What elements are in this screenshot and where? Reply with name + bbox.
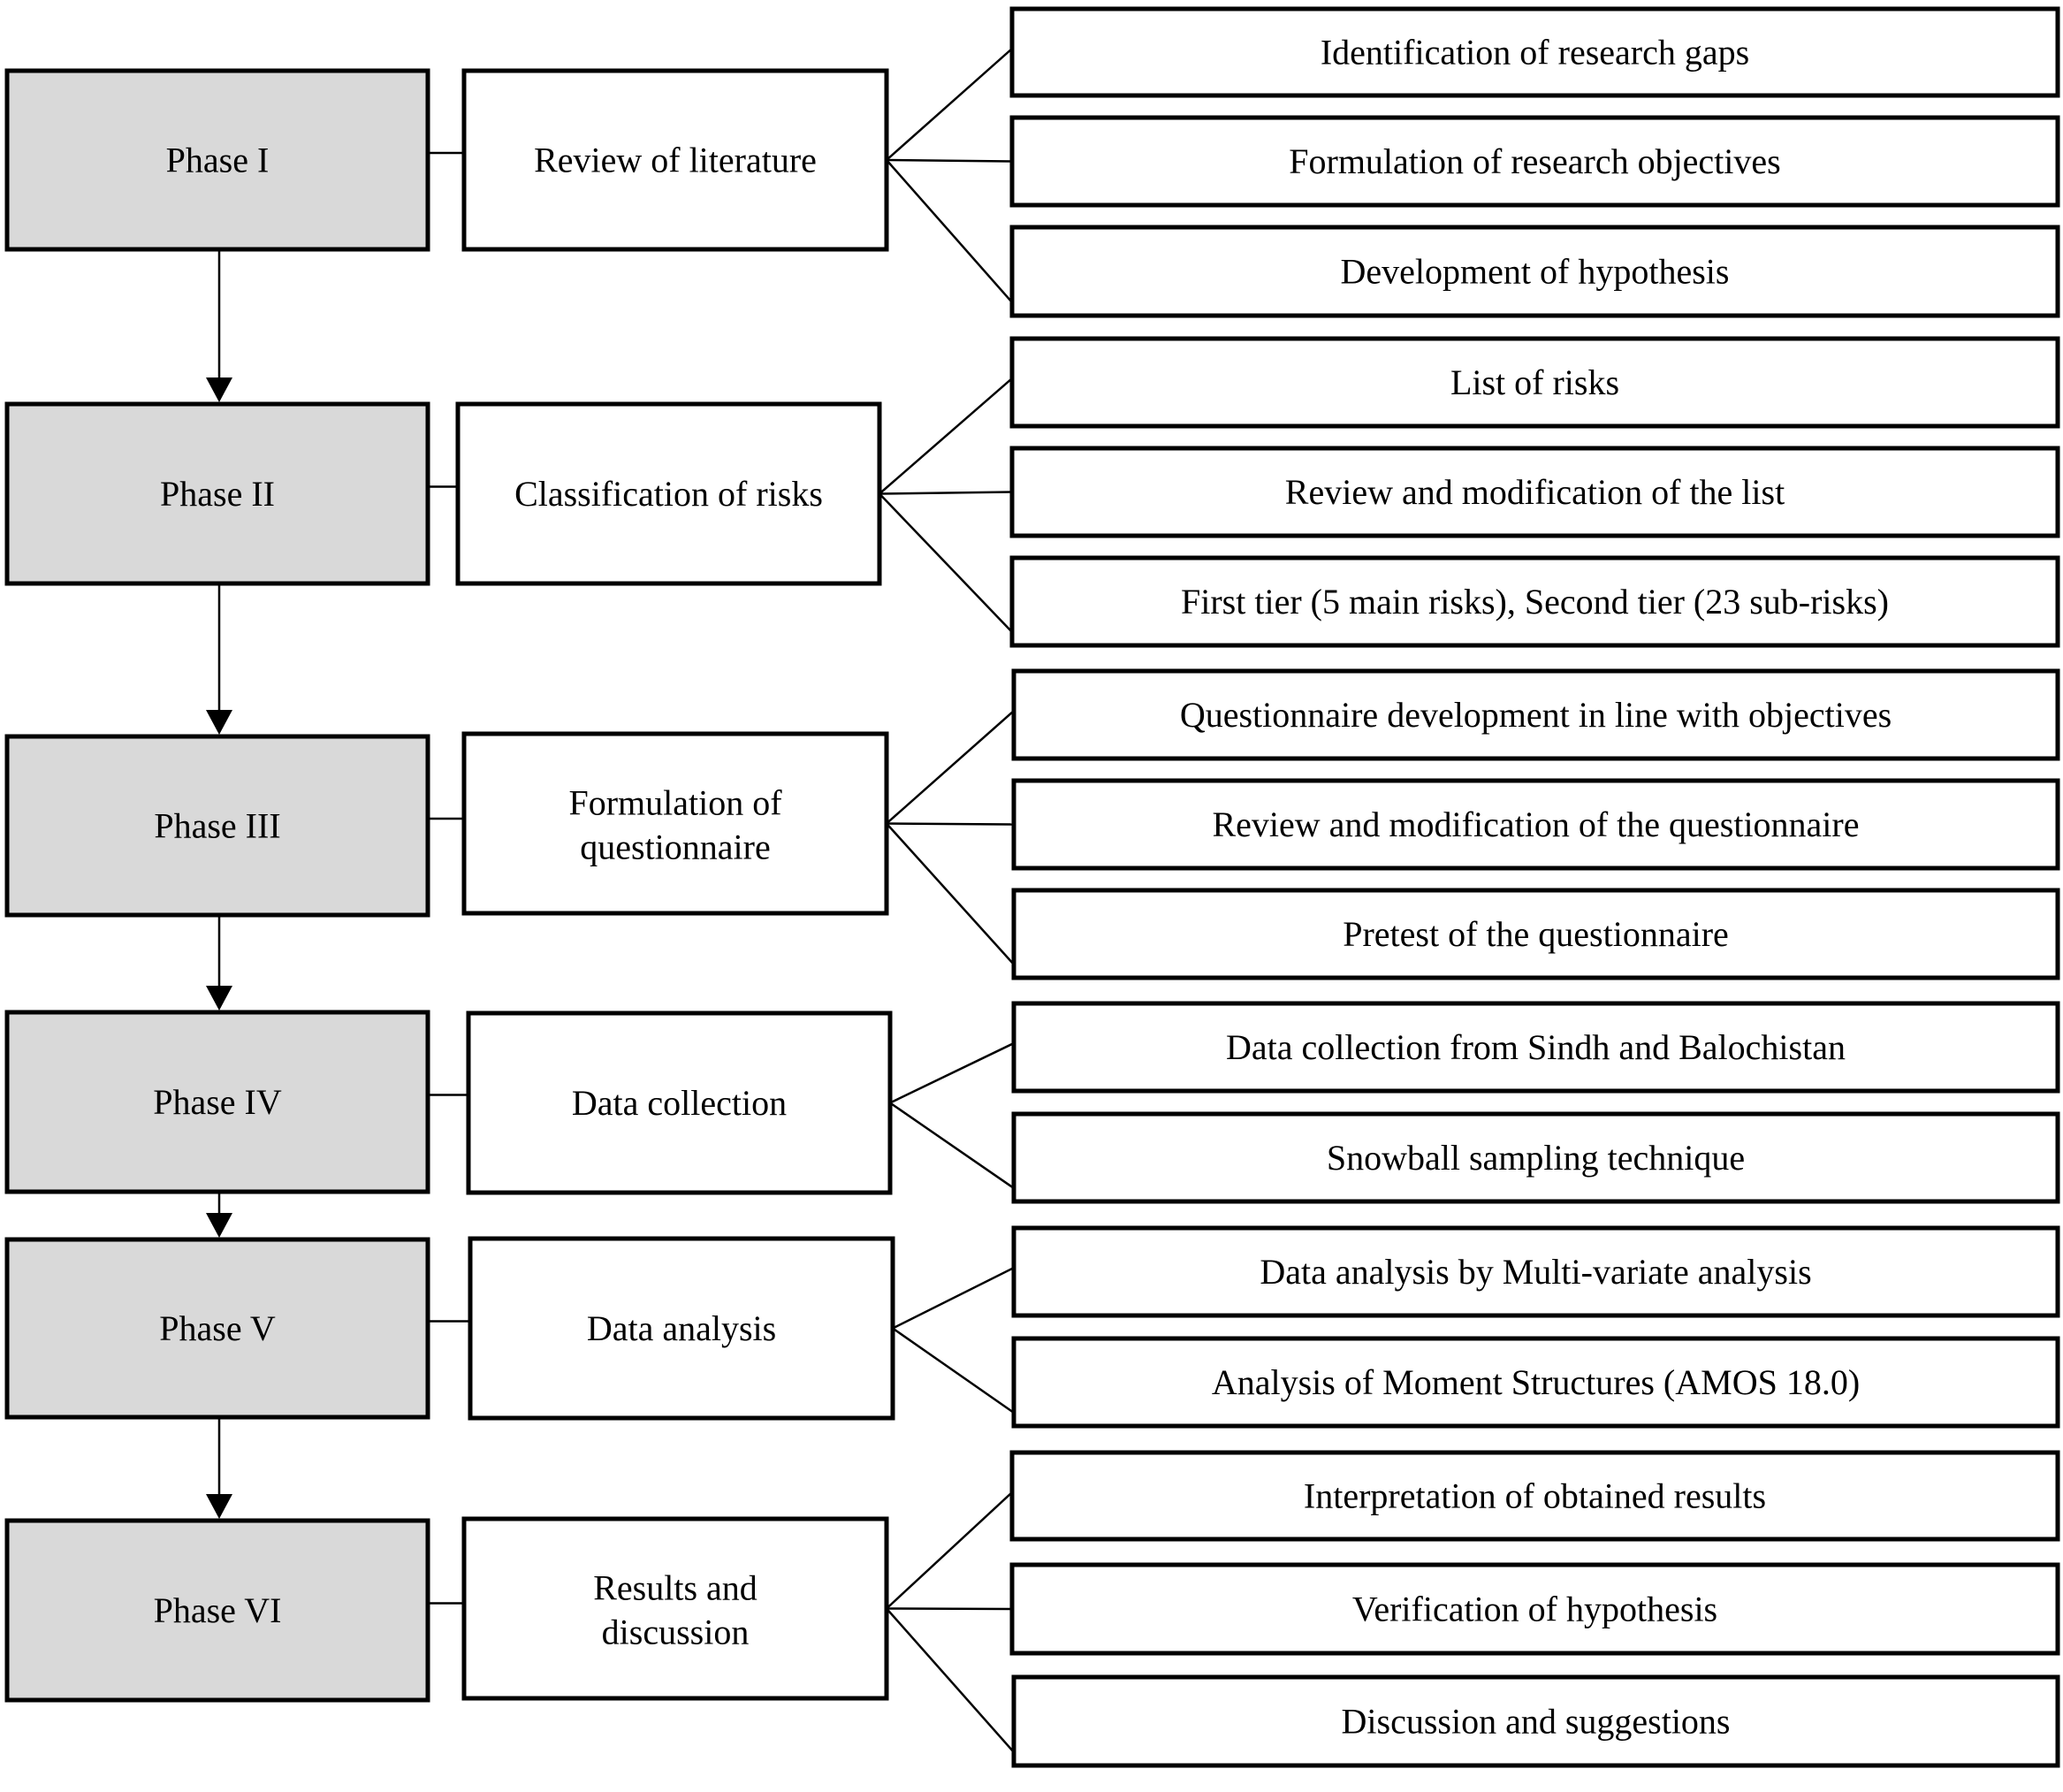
phase-arrow-head-5 (206, 1494, 232, 1519)
phase-box-3 (4, 734, 430, 918)
item-box-1-2 (1009, 115, 2060, 208)
item-box-1-3 (1009, 225, 2060, 318)
step-box-2 (455, 401, 882, 586)
item-box-3-1 (1011, 668, 2060, 761)
phase-arrow-head-3 (206, 986, 232, 1010)
step-box-1 (461, 68, 889, 252)
fan-line-5-1 (892, 1266, 1015, 1330)
item-label-5-1: Data analysis by Multi-variate analysis (1260, 1252, 1811, 1292)
phase-arrow-head-1 (206, 377, 232, 402)
step-box-3 (461, 731, 889, 916)
fan-line-5-2 (892, 1327, 1015, 1415)
phase-box-1 (4, 68, 430, 252)
fan-line-2-1 (879, 377, 1013, 495)
fan-line-1-3 (886, 159, 1013, 303)
item-box-1-1 (1009, 6, 2060, 98)
item-label-4-2: Snowball sampling technique (1327, 1138, 1745, 1178)
fan-line-2-3 (879, 492, 1013, 633)
item-box-5-1 (1011, 1225, 2060, 1318)
fan-line-3-1 (886, 710, 1015, 825)
step-box-4 (466, 1010, 893, 1195)
step-box-6 (461, 1516, 889, 1701)
item-label-3-1: Questionnaire development in line with o… (1180, 695, 1892, 735)
phase-group-5: Phase V Data analysis Data analysis by Mul… (4, 1225, 2060, 1429)
step-label-1: Review of literature (534, 141, 817, 180)
item-label-4-1: Data collection from Sindh and Balochist… (1226, 1027, 1846, 1067)
fan-line-2-2 (879, 491, 1013, 495)
step-box-5 (468, 1236, 895, 1421)
item-label-6-3: Discussion and suggestions (1342, 1702, 1731, 1742)
phase-label-3: Phase III (154, 806, 280, 846)
step-label-4: Data collection (572, 1083, 787, 1123)
phase-group-4: Phase IV Data collection Data collection f… (4, 1001, 2060, 1204)
phase-group-1: Phase I Review of literature Identificatio… (4, 6, 2060, 318)
item-box-6-1 (1009, 1450, 2060, 1542)
phase-box-2 (4, 401, 430, 586)
fan-line-6-2 (886, 1607, 1013, 1611)
fan-line-3-2 (886, 822, 1015, 826)
item-label-1-2: Formulation of research objectives (1289, 141, 1780, 181)
item-label-3-2: Review and modification of the questionn… (1212, 804, 1859, 844)
phase-label-1: Phase I (166, 141, 270, 180)
fan-line-1-2 (886, 158, 1013, 163)
diagram-boxes: Phase I Review of literature Identificatio… (4, 6, 2060, 1768)
item-label-2-3: First tier (5 main risks), Second tier (… (1181, 582, 1889, 621)
item-label-1-3: Development of hypothesis (1341, 252, 1730, 292)
item-box-6-2 (1009, 1562, 2060, 1656)
item-label-1-1: Identification of research gaps (1321, 33, 1749, 72)
phase-box-5 (4, 1237, 430, 1420)
fan-line-1-1 (886, 48, 1013, 161)
connector-lines (428, 48, 1015, 1753)
step-label-2: Classification of risks (514, 474, 823, 514)
item-box-6-3 (1011, 1674, 2060, 1768)
item-box-2-3 (1009, 555, 2060, 648)
phase-box-6 (4, 1518, 430, 1703)
phase-label-5: Phase V (159, 1308, 276, 1348)
item-box-3-3 (1011, 888, 2060, 980)
phase-arrow-head-2 (206, 710, 232, 735)
phase-arrows (206, 249, 232, 1519)
fan-line-6-3 (886, 1607, 1015, 1753)
item-box-2-1 (1009, 336, 2060, 429)
item-box-2-2 (1009, 446, 2060, 538)
phase-arrow-head-4 (206, 1213, 232, 1238)
phase-label-6: Phase VI (154, 1590, 282, 1630)
phase-label-2: Phase II (160, 474, 275, 514)
phase-label-4: Phase IV (153, 1082, 282, 1122)
item-label-2-1: List of risks (1450, 362, 1619, 402)
fan-line-6-1 (886, 1491, 1013, 1610)
item-label-3-3: Pretest of the questionnaire (1343, 914, 1729, 954)
item-label-5-2: Analysis of Moment Structures (AMOS 18.0… (1212, 1362, 1860, 1402)
item-box-3-2 (1011, 778, 2060, 871)
phase-group-2: Phase II Classification of risks List of r… (4, 336, 2060, 648)
fan-line-3-3 (886, 822, 1015, 965)
item-label-2-2: Review and modification of the list (1285, 472, 1785, 512)
step-label-5: Data analysis (587, 1308, 776, 1348)
item-box-4-1 (1011, 1001, 2060, 1094)
phase-box-4 (4, 1010, 430, 1194)
fan-line-4-1 (889, 1041, 1015, 1104)
item-label-6-1: Interpretation of obtained results (1304, 1476, 1766, 1516)
item-box-5-2 (1011, 1336, 2060, 1429)
item-label-6-2: Verification of hypothesis (1352, 1590, 1717, 1629)
fan-line-4-2 (889, 1102, 1015, 1190)
item-box-4-2 (1011, 1111, 2060, 1204)
